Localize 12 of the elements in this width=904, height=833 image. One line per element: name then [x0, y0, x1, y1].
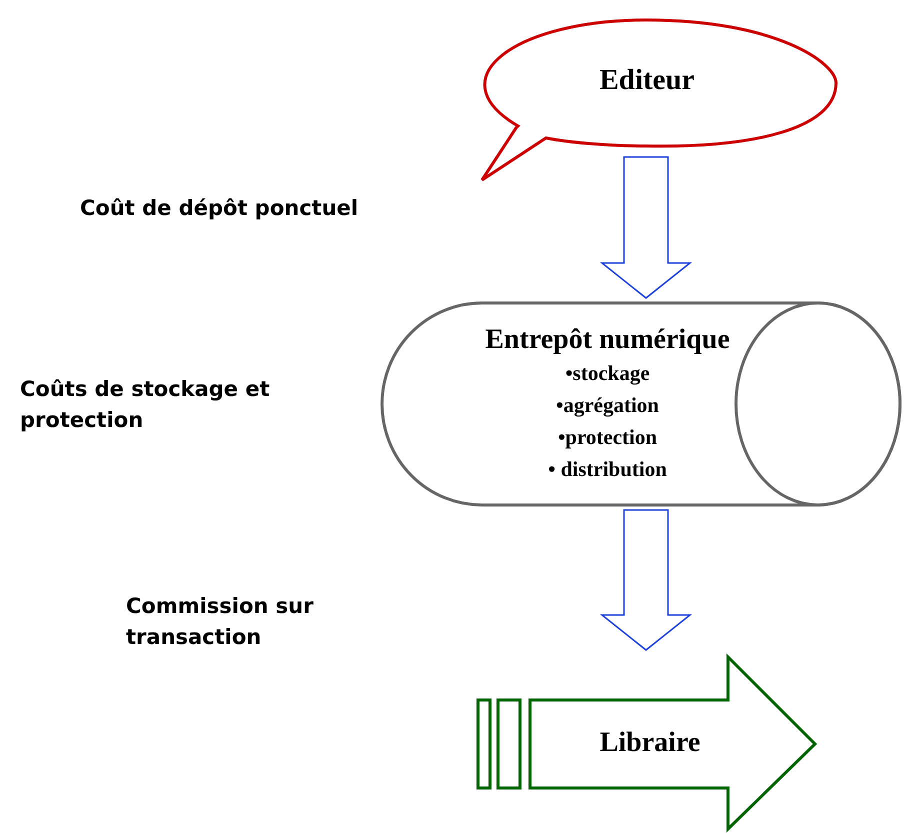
- bullet-item: • distribution: [548, 456, 667, 483]
- cost-note: Coût de dépôt ponctuel: [80, 195, 360, 222]
- node-title: Libraire: [600, 726, 700, 760]
- cost-note: Coûts de stockage et protection: [20, 376, 271, 434]
- bullet-item: •agrégation: [556, 392, 659, 419]
- node-title: Entrepôt numérique: [485, 323, 730, 357]
- cost-note: Commission sur transaction: [126, 593, 314, 651]
- block-arrow: [600, 509, 692, 651]
- block-arrow: [600, 156, 692, 299]
- bullet-item: •stockage: [565, 360, 650, 387]
- bullet-item: •protection: [558, 424, 658, 451]
- node-title: Editeur: [599, 63, 695, 98]
